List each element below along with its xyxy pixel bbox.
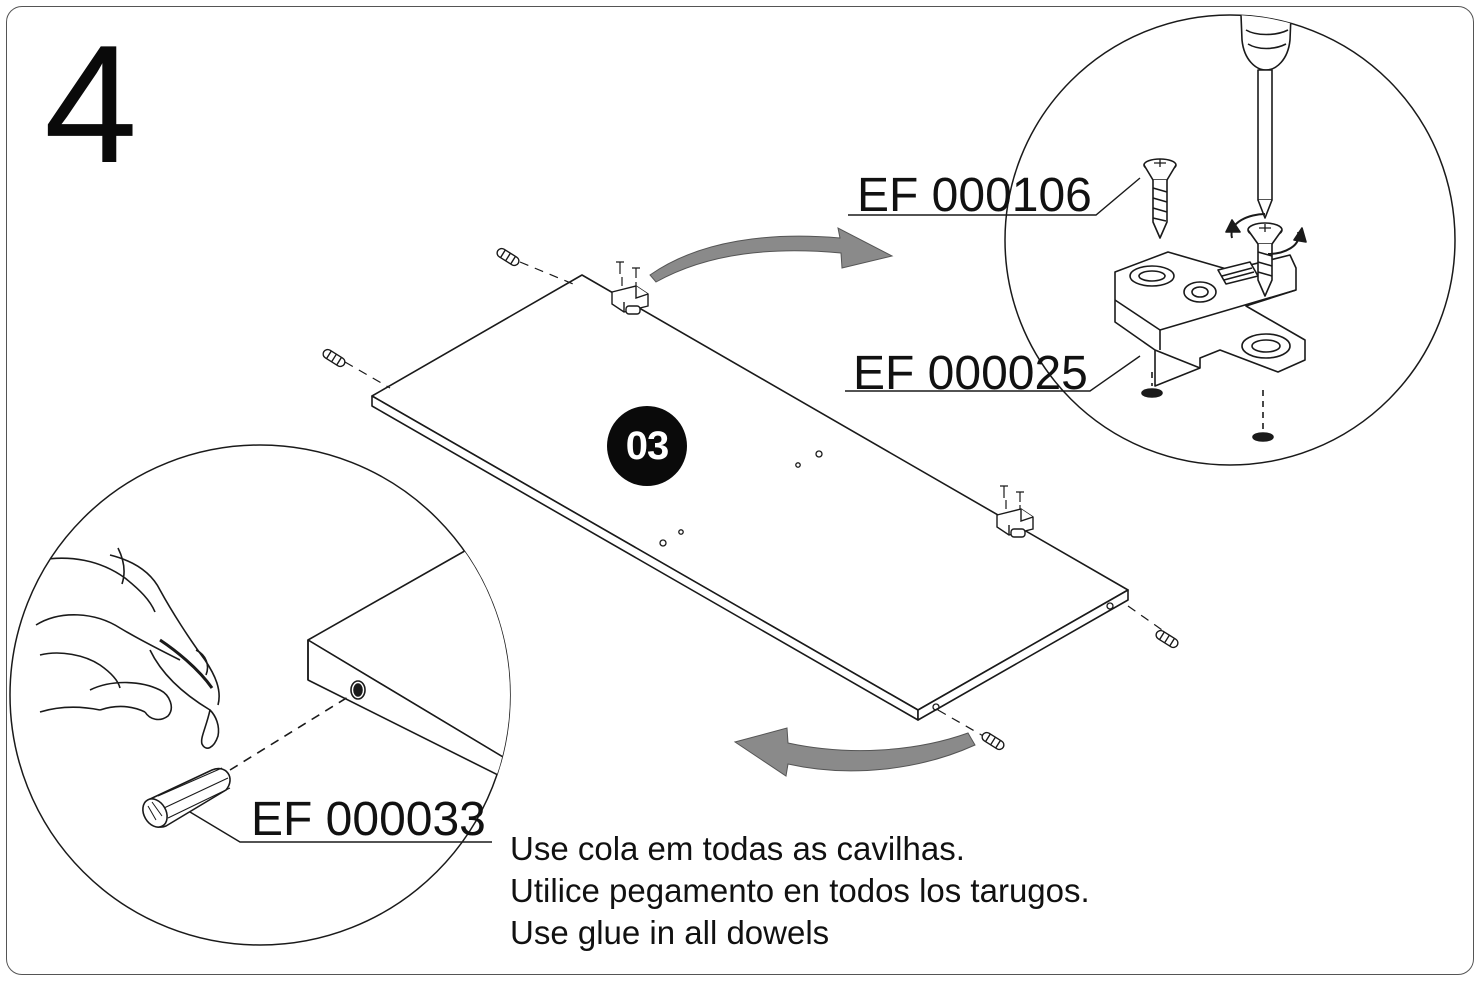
curved-arrow-icon xyxy=(649,227,894,283)
rotation-arrow-icon xyxy=(1230,213,1266,239)
hinge-plate-small xyxy=(611,261,1034,538)
panel-03 xyxy=(371,274,1129,721)
panel-edge-detail xyxy=(307,547,510,801)
hinge-mounting-plate-icon xyxy=(1114,251,1306,387)
page-frame xyxy=(6,6,1474,975)
screw-part-code: EF 000106 xyxy=(857,169,1092,222)
instruction-es: Utilice pegamento en todos los tarugos. xyxy=(510,872,1090,909)
panel-badge xyxy=(607,406,687,486)
wood-screw-icon xyxy=(1143,158,1177,239)
hinge-plate-part-code: EF 000025 xyxy=(853,347,1088,400)
glue-instructions: Use cola em todas as cavilhas. Utilice p… xyxy=(510,828,1090,954)
hinge-detail-circle xyxy=(1004,14,1456,466)
instruction-en: Use glue in all dowels xyxy=(510,914,830,951)
panel-badge-label: 03 xyxy=(625,424,670,468)
wooden-dowel-icon xyxy=(142,767,231,828)
dowel-small xyxy=(322,247,1179,751)
screwdriver-icon xyxy=(1239,15,1293,219)
leader-lines xyxy=(845,177,1141,392)
instruction-pt: Use cola em todas as cavilhas. xyxy=(510,830,965,867)
step-number: 4 xyxy=(44,10,138,198)
hand-applying-glue-icon xyxy=(35,547,220,749)
panel-holes xyxy=(659,450,1114,711)
dowel-part-code: EF 000033 xyxy=(251,793,486,846)
leader-lines xyxy=(189,811,492,843)
curved-arrow-icon xyxy=(733,727,976,777)
wood-screw-icon xyxy=(1247,222,1283,297)
